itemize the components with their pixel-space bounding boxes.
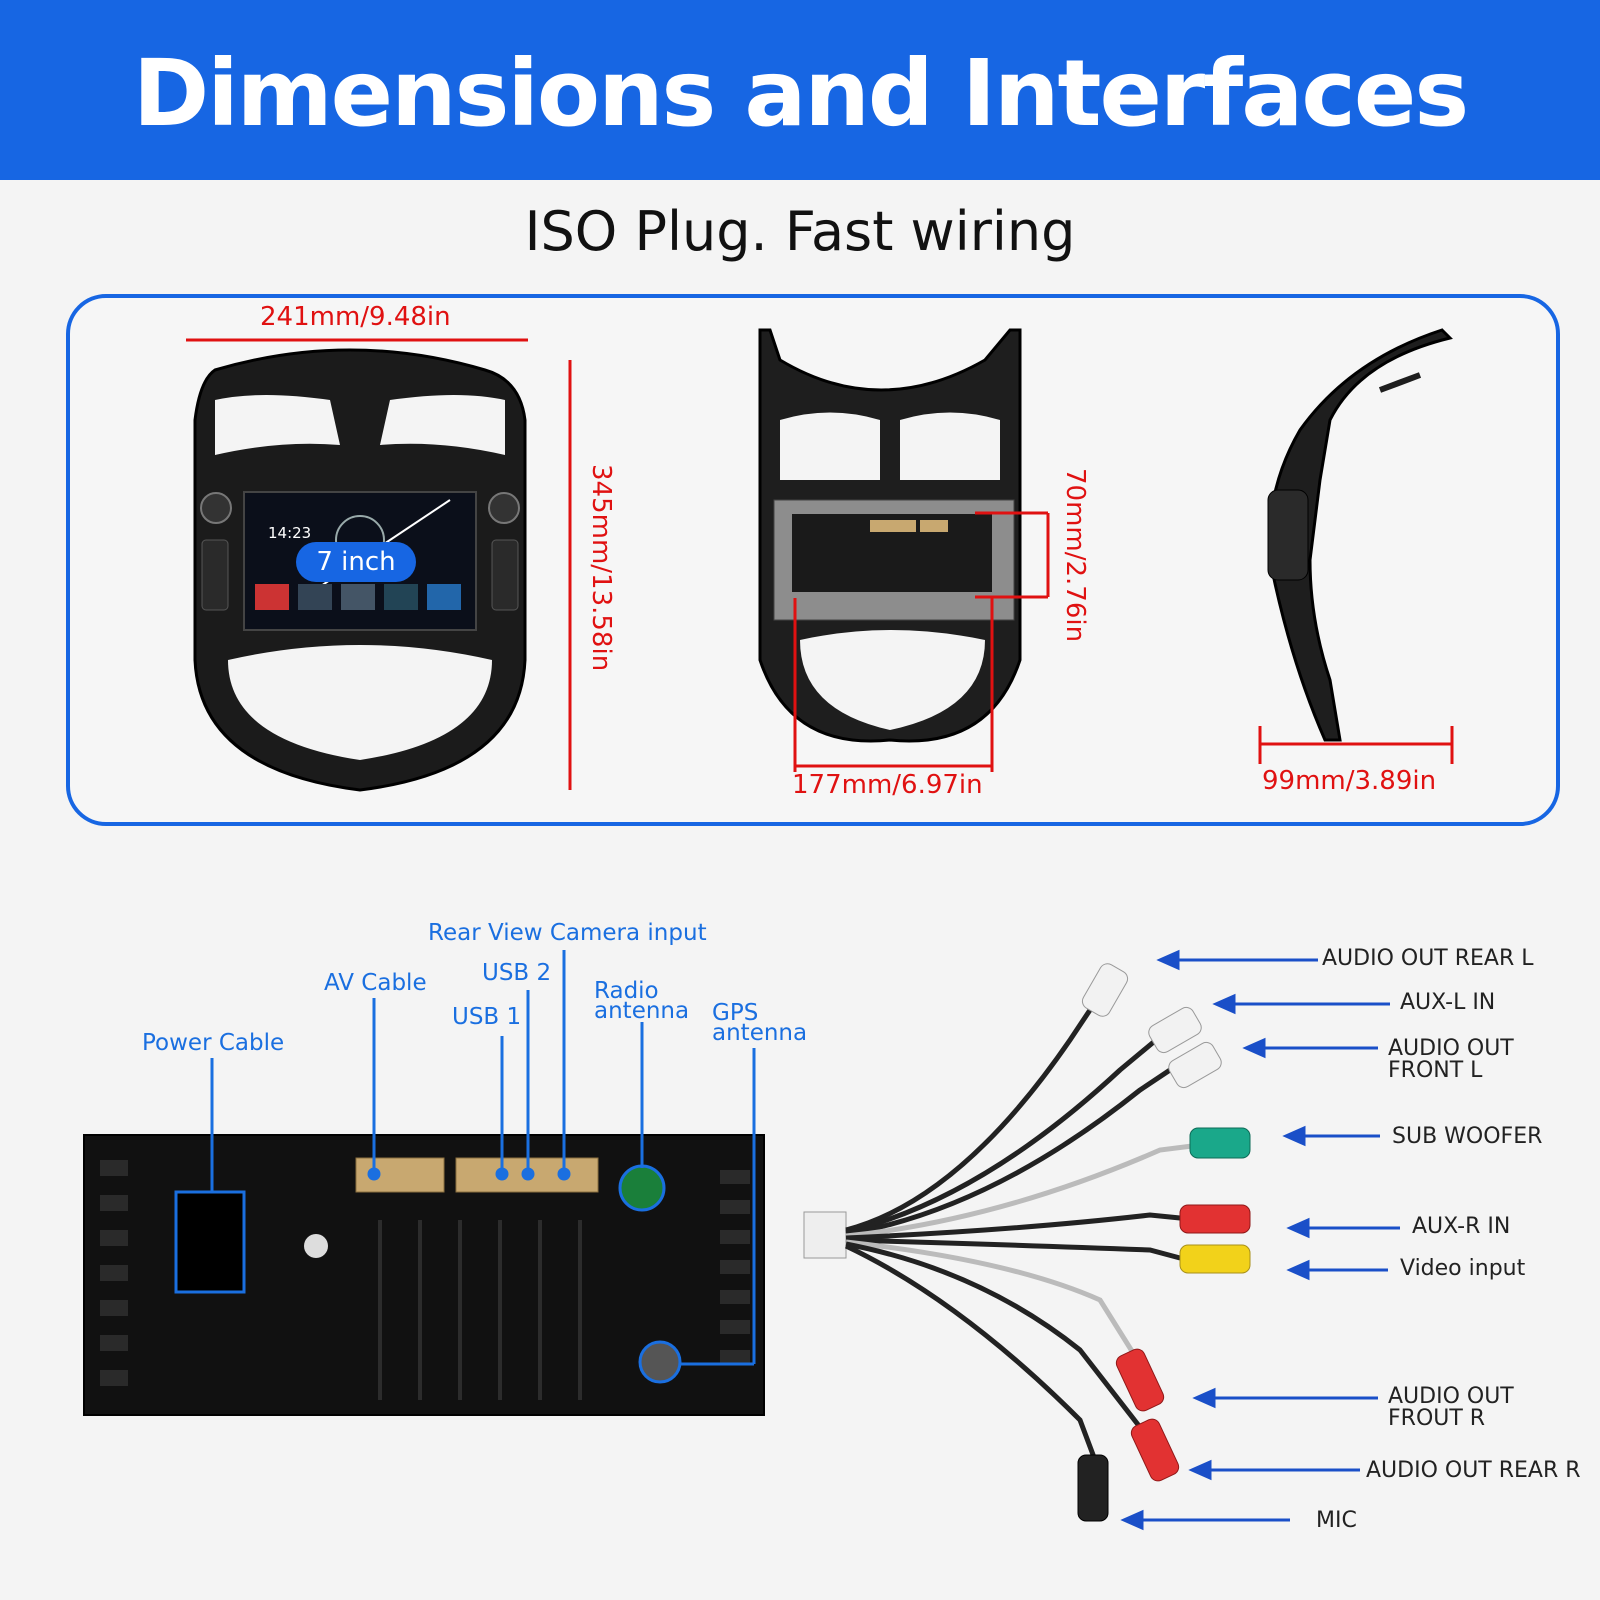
aux-r-in-label: AUX-R IN bbox=[1412, 1214, 1511, 1239]
audio-out-front-r-label-line1: AUDIO OUT bbox=[1388, 1384, 1514, 1409]
rca-plug-sub-woofer bbox=[1189, 1127, 1251, 1159]
rca-plug-video-input bbox=[1179, 1244, 1251, 1274]
radio-antenna-label-line2: antenna bbox=[594, 998, 690, 1024]
rear-height-label: 70mm/2.76in bbox=[1060, 468, 1090, 643]
mic-label: MIC bbox=[1316, 1508, 1357, 1533]
gps-antenna-label-line1: GPS bbox=[712, 1000, 759, 1026]
video-input-label: Video input bbox=[1400, 1256, 1526, 1281]
interface-leader-lines bbox=[210, 950, 756, 1366]
usb2-label: USB 2 bbox=[482, 960, 552, 986]
rca-plug-aux-l-in bbox=[1148, 1006, 1202, 1054]
aux-l-in-label: AUX-L IN bbox=[1400, 990, 1496, 1015]
rca-plug-aux-r-in bbox=[1179, 1204, 1251, 1234]
gps-antenna-label-line2: antenna bbox=[712, 1020, 808, 1046]
rca-plug-audio-out-rear-l bbox=[1081, 963, 1129, 1017]
depth-dimension-line bbox=[1258, 726, 1454, 764]
depth-label: 99mm/3.89in bbox=[1262, 766, 1437, 796]
rear-camera-label: Rear View Camera input bbox=[428, 920, 707, 946]
audio-out-rear-l-label: AUDIO OUT REAR L bbox=[1322, 946, 1534, 971]
header-banner: Dimensions and Interfaces bbox=[0, 0, 1600, 180]
radio-antenna-label-line1: Radio bbox=[594, 978, 659, 1004]
mic-jack bbox=[1077, 1454, 1109, 1522]
cable-harness bbox=[803, 963, 1251, 1522]
sub-woofer-label: SUB WOOFER bbox=[1392, 1124, 1543, 1149]
screen-size-badge: 7 inch bbox=[296, 542, 416, 582]
height-label: 345mm/13.58in bbox=[586, 464, 616, 672]
rca-plug-audio-out-front-r bbox=[1115, 1348, 1165, 1412]
screen-clock: 14:23 bbox=[268, 524, 312, 542]
rca-plug-audio-out-rear-r bbox=[1130, 1418, 1180, 1482]
rear-width-label: 177mm/6.97in bbox=[792, 770, 983, 800]
page-title: Dimensions and Interfaces bbox=[132, 40, 1469, 147]
rear-view-frame bbox=[758, 328, 1022, 743]
power-cable-label: Power Cable bbox=[142, 1030, 285, 1056]
audio-out-rear-r-label: AUDIO OUT REAR R bbox=[1366, 1458, 1581, 1483]
audio-out-front-r-label-line2: FROUT R bbox=[1388, 1406, 1486, 1431]
audio-out-front-l-label-line2: FRONT L bbox=[1388, 1058, 1483, 1083]
usb1-label: USB 1 bbox=[452, 1004, 522, 1030]
side-view-unit bbox=[1267, 328, 1453, 742]
subtitle: ISO Plug. Fast wiring bbox=[524, 200, 1076, 263]
wire-arrows bbox=[1120, 949, 1400, 1531]
head-unit-back bbox=[83, 1134, 765, 1416]
rca-plug-audio-out-front-l bbox=[1168, 1041, 1222, 1089]
av-cable-label: AV Cable bbox=[324, 970, 427, 996]
audio-out-front-l-label-line1: AUDIO OUT bbox=[1388, 1036, 1514, 1061]
rear-dimension-lines bbox=[793, 511, 1050, 772]
width-label: 241mm/9.48in bbox=[260, 302, 451, 332]
